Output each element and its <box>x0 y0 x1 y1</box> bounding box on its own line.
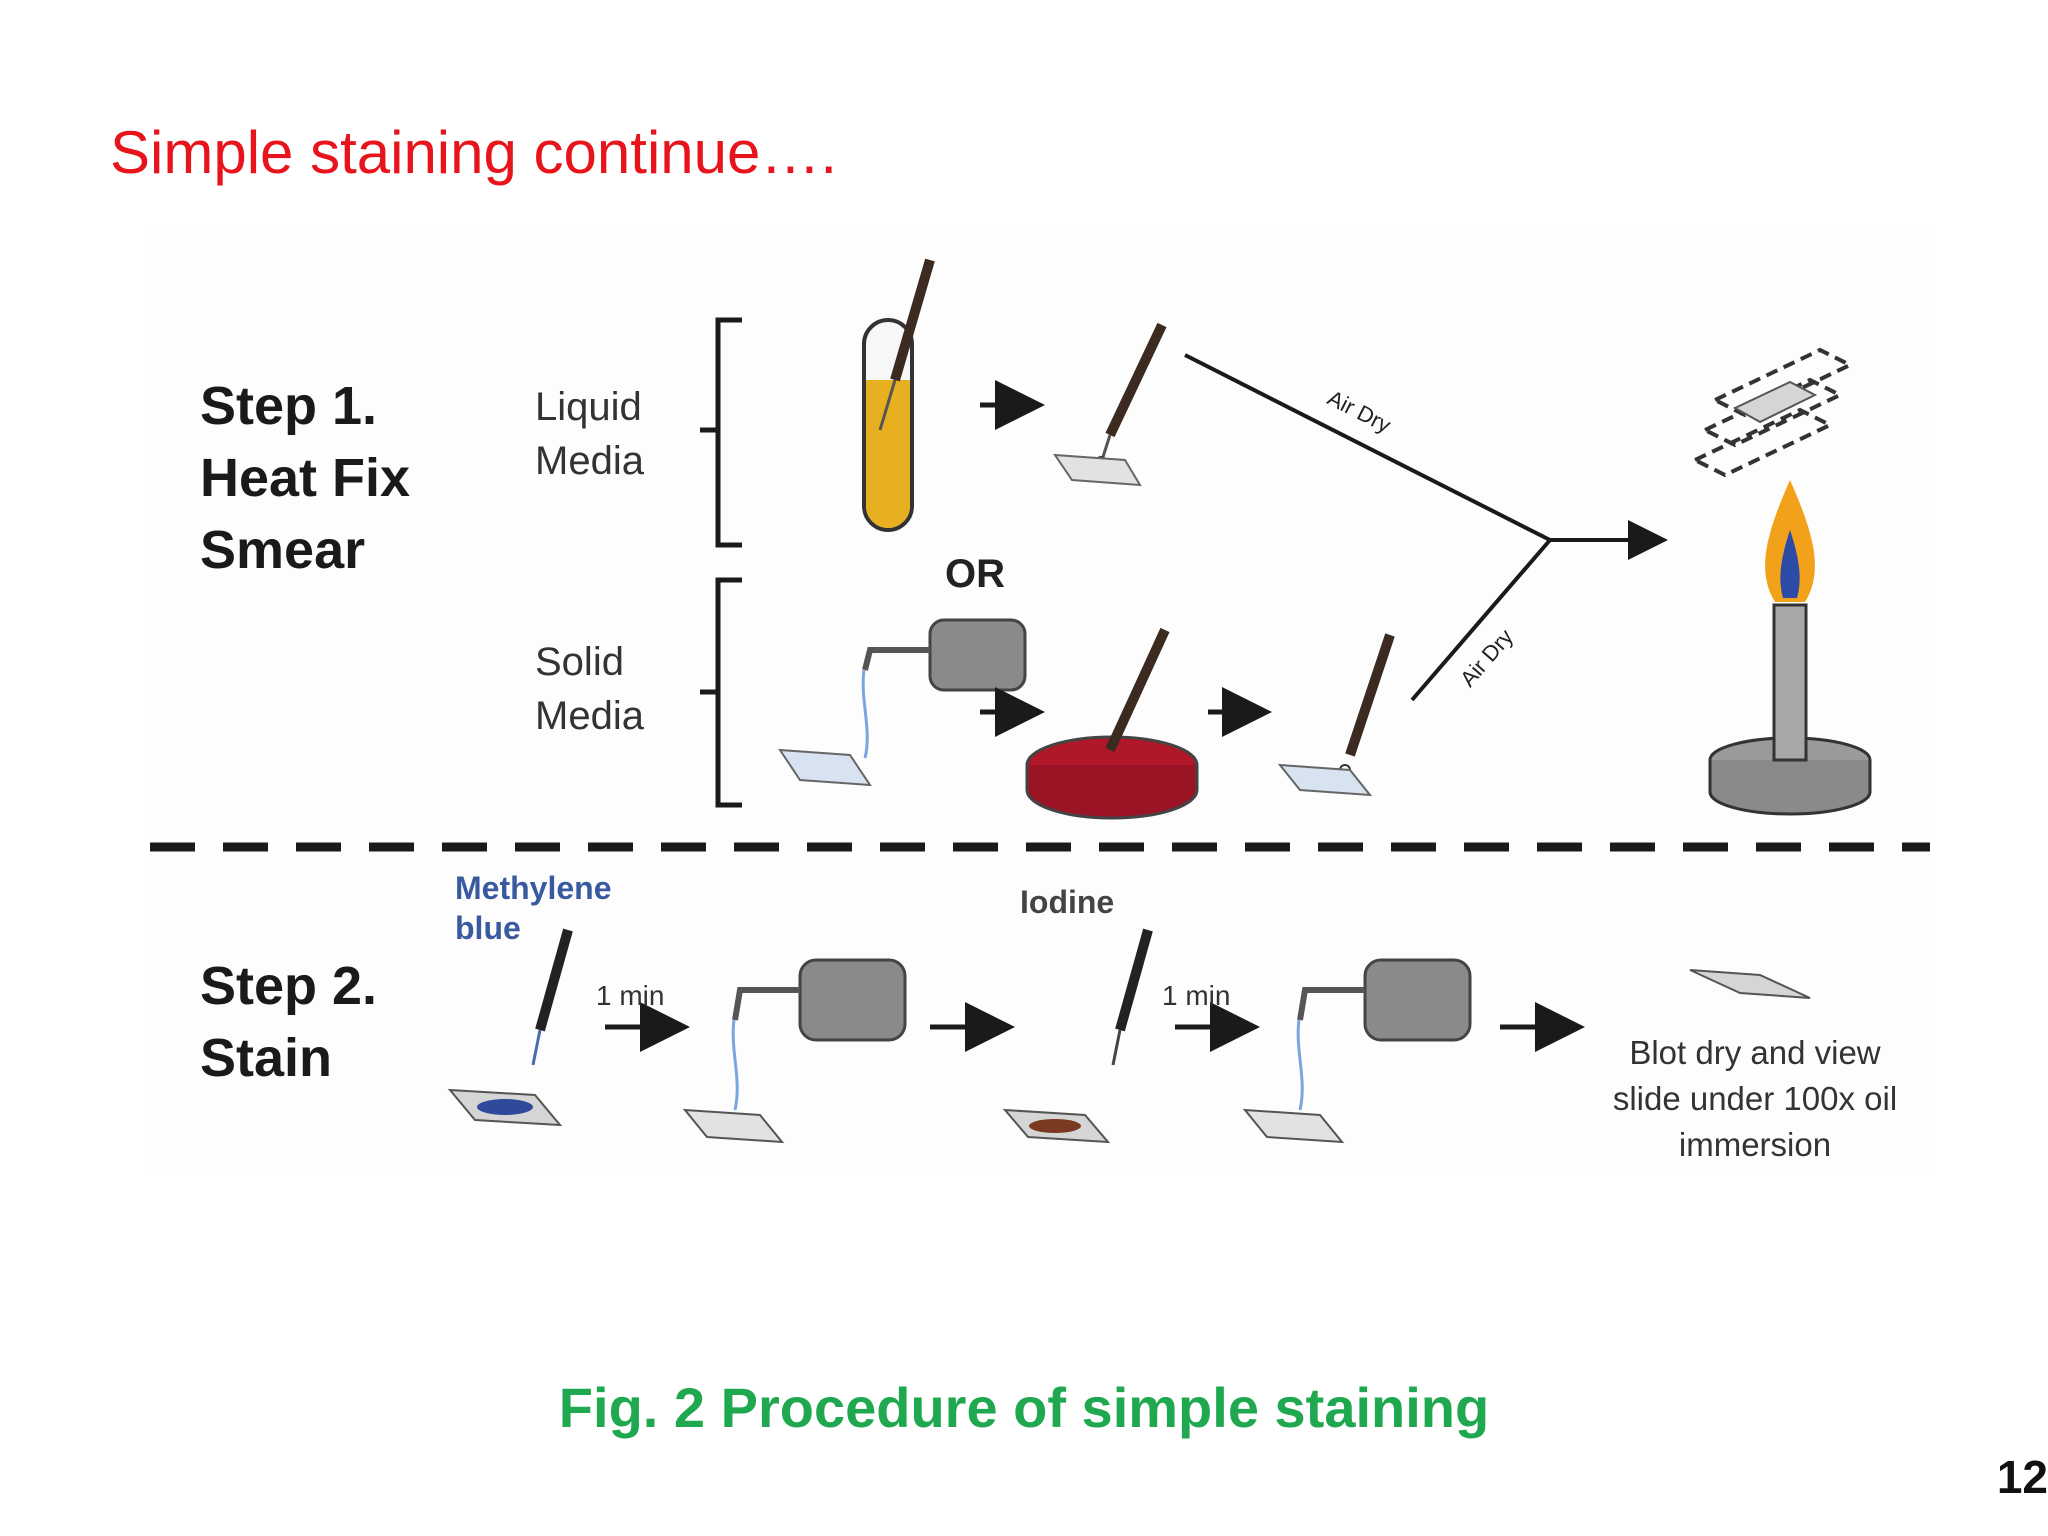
water-bottle-icon <box>861 618 1027 759</box>
final-line1: Blot dry and view <box>1629 1034 1881 1071</box>
glass-slide-icon <box>1732 380 1818 424</box>
glass-slide-icon <box>1689 969 1811 999</box>
step1-line2: Heat Fix <box>200 448 411 508</box>
liquid-brace <box>700 317 742 548</box>
glass-slide-icon <box>1053 453 1142 487</box>
liquid-media-label: Liquid Media <box>535 380 644 488</box>
test-tube-icon <box>862 258 935 532</box>
or-label: OR <box>945 552 1005 596</box>
final-line3: immersion <box>1678 1126 1832 1163</box>
step2-line2: Stain <box>200 1028 333 1088</box>
final-line2: slide under 100x oil <box>1612 1080 1898 1117</box>
solid-media-label: Solid Media <box>535 635 644 743</box>
time-label-1: 1 min <box>596 980 665 1011</box>
methylene-blue-line1: Methylene <box>455 870 612 906</box>
step2-label: Step 2. Stain <box>200 950 377 1094</box>
staining-procedure-figure: Step 1. Heat Fix Smear Liquid Media OR S… <box>150 230 1930 1170</box>
glass-slide-icon <box>1277 763 1373 797</box>
glass-slide-icon <box>682 1108 785 1144</box>
dropper-icon <box>531 928 573 1066</box>
bunsen-burner-icon <box>1708 480 1872 816</box>
time-label-2: 1 min <box>1162 980 1231 1011</box>
inoculating-loop-icon <box>1095 322 1167 468</box>
water-bottle-icon <box>731 958 907 1111</box>
solid-brace <box>700 577 742 808</box>
petri-dish-icon <box>1025 627 1199 820</box>
dropper-icon <box>1111 928 1153 1066</box>
iodine-label: Iodine <box>1020 884 1115 920</box>
solid-media-line1: Solid <box>535 640 624 684</box>
methylene-blue-label: Methylene blue <box>455 868 611 948</box>
solid-media-line2: Media <box>535 694 644 738</box>
page-number: 12 <box>1996 1451 2048 1503</box>
final-step-label: Blot dry and view slide under 100x oil i… <box>1590 1030 1920 1168</box>
step2-line1: Step 2. <box>200 956 378 1016</box>
air-dry-line-lower <box>1410 538 1552 702</box>
methylene-blue-line2: blue <box>455 910 521 946</box>
methylene-blue-smear <box>477 1099 533 1115</box>
iodine-smear <box>1029 1119 1081 1133</box>
glass-slide-icon <box>1242 1108 1345 1144</box>
diagram-graphics <box>150 258 1930 1144</box>
water-bottle-icon <box>1296 958 1472 1111</box>
air-dry-line-upper <box>1184 353 1551 542</box>
figure-caption: Fig. 2 Procedure of simple staining <box>558 1376 1490 1439</box>
glass-slide-icon <box>778 748 872 787</box>
liquid-media-line2: Media <box>535 439 644 483</box>
step1-line1: Step 1. <box>200 376 378 436</box>
slide-title: Simple staining continue…. <box>110 119 838 186</box>
step1-line3: Smear <box>200 520 366 580</box>
liquid-media-line1: Liquid <box>535 385 642 429</box>
inoculating-loop-icon <box>1339 633 1395 776</box>
step1-label: Step 1. Heat Fix Smear <box>200 370 410 586</box>
